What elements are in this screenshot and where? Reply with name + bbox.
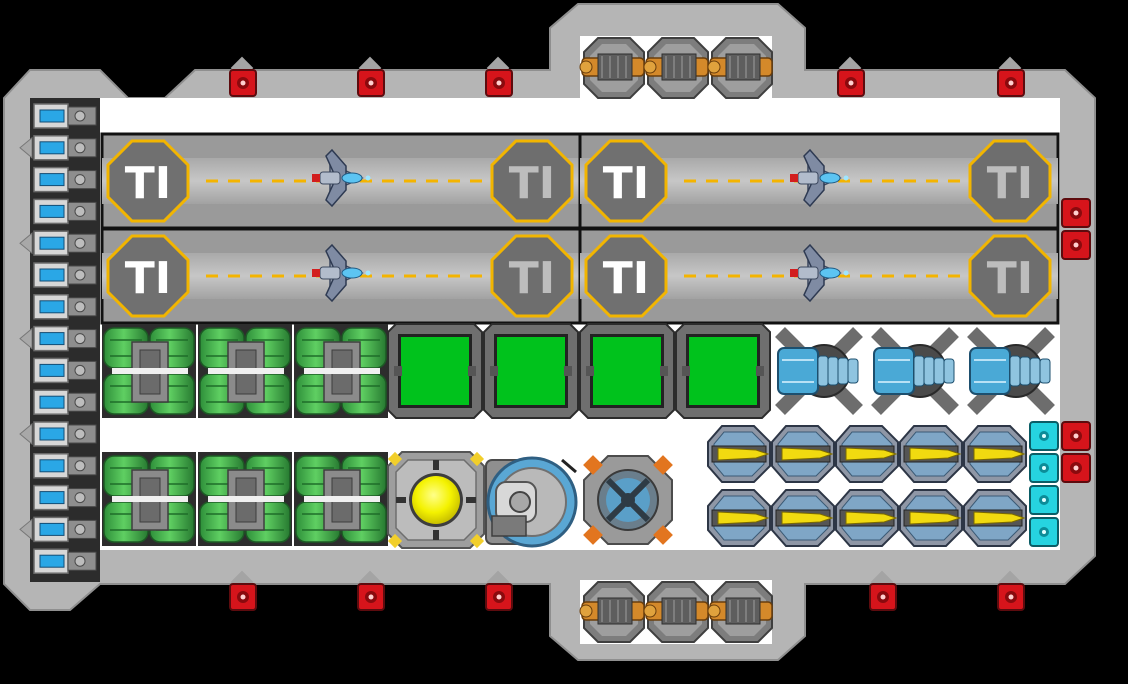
pad-letter: TI: [603, 253, 649, 304]
shield-emitter-icon[interactable]: [1029, 453, 1059, 483]
missile-launcher-icon[interactable]: [707, 489, 771, 547]
storage-tank-icon[interactable]: [294, 324, 388, 418]
storage-tank-icon[interactable]: [294, 452, 388, 546]
thruster-icon[interactable]: [33, 453, 97, 479]
pad-letter: TI: [509, 158, 555, 209]
hangar-4[interactable]: TI TI: [578, 227, 1060, 325]
armor-panel-icon[interactable]: [675, 323, 771, 419]
blue-fighter-icon[interactable]: [790, 148, 849, 208]
hangar-2[interactable]: TI TI: [578, 132, 1060, 230]
armor-panel-icon[interactable]: [387, 323, 483, 419]
cargo-storage: [102, 324, 388, 546]
warning-light-icon: [837, 56, 865, 97]
cannon-icon[interactable]: [707, 37, 773, 99]
missile-launcher-icon[interactable]: [963, 489, 1027, 547]
cannon-icon[interactable]: [643, 581, 709, 643]
storage-tank-icon[interactable]: [102, 452, 196, 546]
storage-tank-icon[interactable]: [102, 324, 196, 418]
rear-thrusters: [19, 103, 97, 574]
blue-fighter-icon[interactable]: [790, 243, 849, 303]
pad-letter: TI: [987, 253, 1033, 304]
radar-dish-icon[interactable]: [485, 456, 578, 548]
warning-light-icon: [485, 56, 513, 97]
thruster-icon[interactable]: [19, 421, 97, 447]
pad-letter: TI: [125, 158, 171, 209]
missile-launcher-icon[interactable]: [771, 425, 835, 483]
thruster-icon[interactable]: [33, 357, 97, 384]
pad-letter: TI: [125, 253, 171, 304]
warning-light-icon: [229, 56, 257, 97]
gyro-engine-icon[interactable]: [583, 455, 673, 545]
warning-light-icon: [357, 56, 385, 97]
pad-letter: TI: [509, 253, 555, 304]
missile-launcher-icon[interactable]: [835, 489, 899, 547]
missile-launcher-icon[interactable]: [835, 425, 899, 483]
landing-pad-target[interactable]: TI: [490, 234, 574, 318]
plasma-turret-icon[interactable]: [774, 326, 864, 416]
missile-launchers: [707, 425, 1027, 547]
thruster-icon[interactable]: [33, 262, 97, 288]
hangar-deck: TI TI TI TI TI TI TI TI: [100, 132, 1060, 325]
shield-emitter-icon[interactable]: [1029, 517, 1059, 547]
side-warning-lights: [1061, 198, 1091, 483]
blue-fighter-icon[interactable]: [312, 148, 371, 208]
cannon-icon[interactable]: [579, 581, 645, 643]
plasma-turret-icon[interactable]: [870, 326, 960, 416]
landing-pad-origin[interactable]: TI: [584, 139, 668, 223]
shield-emitter-icon[interactable]: [1029, 485, 1059, 515]
landing-pad-target[interactable]: TI: [968, 234, 1052, 318]
bottom-cannon-battery: [579, 581, 773, 643]
landing-pad-target[interactable]: TI: [968, 139, 1052, 223]
missile-launcher-icon[interactable]: [771, 489, 835, 547]
missile-launcher-icon[interactable]: [899, 425, 963, 483]
storage-tank-icon[interactable]: [198, 452, 292, 546]
landing-pad-target[interactable]: TI: [490, 139, 574, 223]
armor-panels: [387, 323, 771, 419]
missile-launcher-icon[interactable]: [899, 489, 963, 547]
warning-light-icon: [997, 56, 1025, 97]
top-warning-lights: [229, 56, 1025, 97]
missile-launcher-icon[interactable]: [963, 425, 1027, 483]
shield-emitter-icon[interactable]: [1029, 421, 1059, 451]
cannon-icon[interactable]: [643, 37, 709, 99]
thruster-icon[interactable]: [19, 230, 97, 256]
thruster-icon[interactable]: [19, 325, 97, 352]
hangar-3[interactable]: TI TI: [100, 227, 582, 325]
top-cannon-battery: [579, 37, 773, 99]
thruster-icon[interactable]: [19, 135, 97, 161]
warning-light-icon: [1061, 198, 1091, 228]
landing-pad-origin[interactable]: TI: [106, 234, 190, 318]
thruster-icon[interactable]: [19, 516, 97, 543]
storage-tank-icon[interactable]: [198, 324, 292, 418]
pad-letter: TI: [603, 158, 649, 209]
plasma-turrets: [774, 326, 1056, 416]
cannon-icon[interactable]: [579, 37, 645, 99]
thruster-icon[interactable]: [33, 484, 97, 511]
reactor-core-icon[interactable]: [387, 451, 485, 549]
cannon-icon[interactable]: [707, 581, 773, 643]
armor-panel-icon[interactable]: [579, 323, 675, 419]
thruster-icon[interactable]: [33, 198, 97, 225]
plasma-turret-icon[interactable]: [966, 326, 1056, 416]
landing-pad-origin[interactable]: TI: [106, 139, 190, 223]
thruster-icon[interactable]: [33, 103, 97, 129]
armor-panel-icon[interactable]: [483, 323, 579, 419]
blue-fighter-icon[interactable]: [312, 243, 371, 303]
thruster-icon[interactable]: [33, 166, 97, 193]
missile-launcher-icon[interactable]: [707, 425, 771, 483]
landing-pad-origin[interactable]: TI: [584, 234, 668, 318]
thruster-icon[interactable]: [33, 548, 97, 574]
warning-light-icon: [1061, 230, 1091, 260]
warning-light-icon: [1061, 453, 1091, 483]
hangar-1[interactable]: TI TI: [100, 132, 582, 230]
shield-emitters: [1029, 421, 1059, 547]
warning-light-icon: [1061, 421, 1091, 451]
thruster-icon[interactable]: [33, 294, 97, 320]
thruster-icon[interactable]: [33, 389, 97, 415]
pad-letter: TI: [987, 158, 1033, 209]
